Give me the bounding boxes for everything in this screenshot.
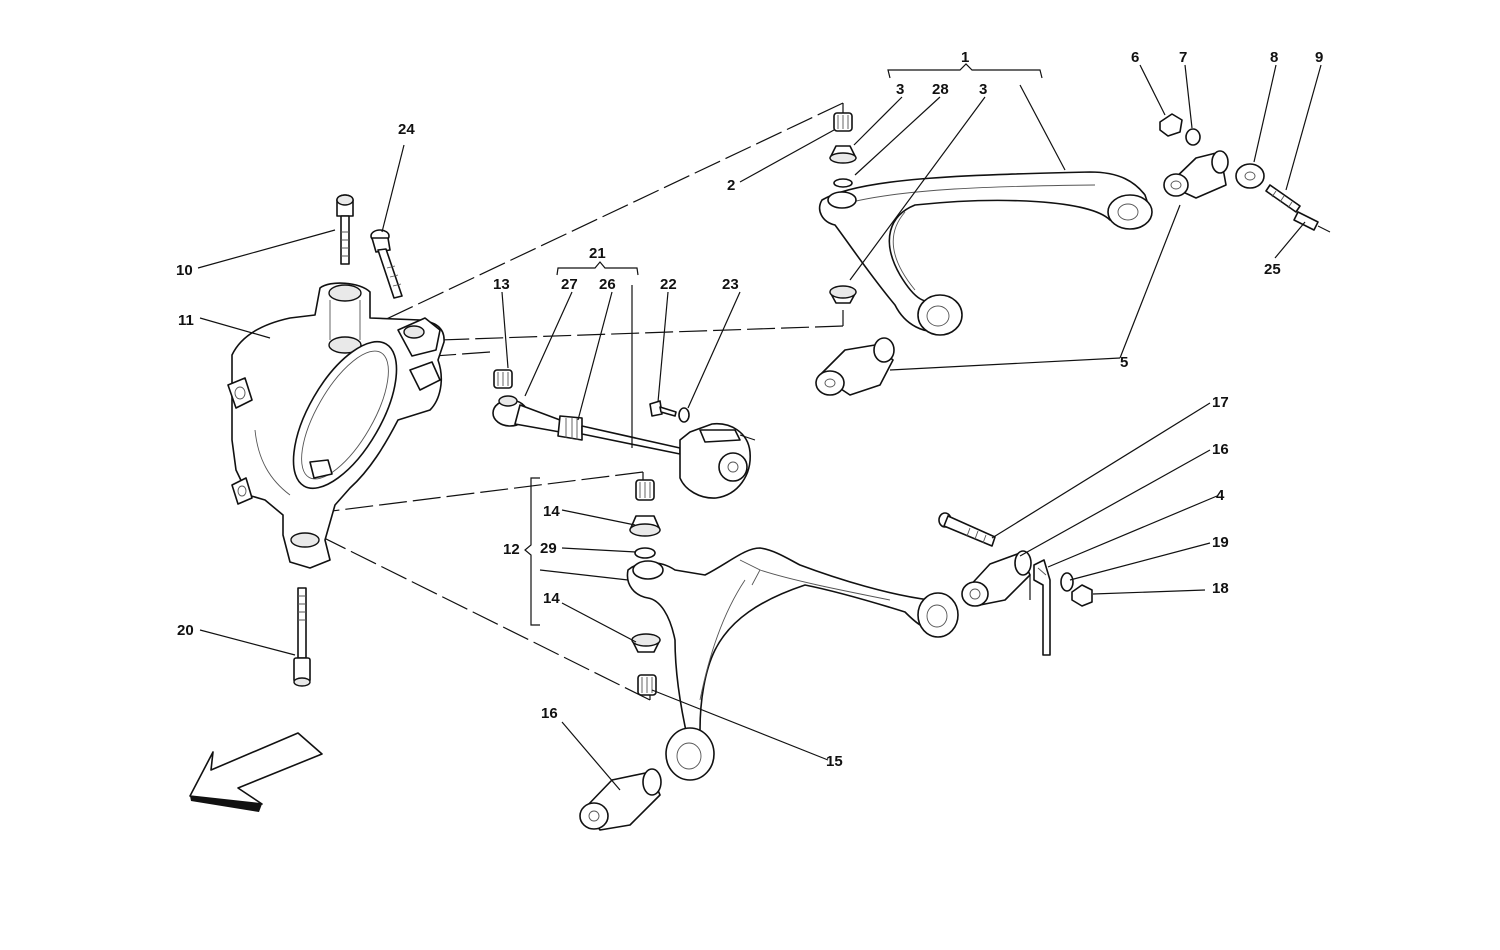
lower-balljoint-bottom-nut bbox=[637, 674, 657, 696]
callout-26: 26 bbox=[599, 276, 616, 293]
upper-balljoint-washer bbox=[833, 178, 853, 188]
callout-29: 29 bbox=[540, 540, 557, 557]
upper-front-bushing bbox=[815, 337, 895, 396]
callout-brace-21 bbox=[556, 261, 639, 276]
lower-balljoint-cup-top bbox=[629, 515, 661, 537]
front-direction-arrow-icon bbox=[189, 732, 323, 812]
upper-rear-bushing bbox=[1163, 150, 1229, 199]
callout-7: 7 bbox=[1179, 49, 1187, 66]
knuckle-bottom-bolt bbox=[293, 587, 311, 687]
upper-wishbone bbox=[818, 171, 1153, 336]
callout-4: 4 bbox=[1216, 487, 1225, 504]
callout-20: 20 bbox=[177, 622, 194, 639]
leader-lines bbox=[197, 64, 1322, 791]
callout-2: 2 bbox=[727, 177, 735, 194]
lower-balljoint-washer bbox=[634, 547, 656, 559]
callout-9: 9 bbox=[1315, 49, 1323, 66]
upper-balljoint-cup-bottom bbox=[829, 285, 857, 304]
callout-labels: 1 2 3 28 3 5 6 7 8 9 25 10 24 11 20 21 1… bbox=[176, 49, 1323, 770]
assembly-dashed-lines bbox=[299, 102, 1031, 701]
upper-rear-spacer bbox=[1235, 163, 1265, 189]
tie-rod-mount-bolt bbox=[649, 400, 677, 417]
callout-23: 23 bbox=[722, 276, 739, 293]
callout-11: 11 bbox=[178, 312, 194, 329]
tie-rod-assembly bbox=[492, 395, 681, 455]
lower-front-bushing bbox=[579, 768, 662, 831]
callout-6: 6 bbox=[1131, 49, 1139, 66]
callout-28: 28 bbox=[932, 81, 949, 98]
callout-brace-1 bbox=[887, 63, 1043, 79]
tie-rod-mount-washer bbox=[678, 407, 690, 423]
callout-3b: 3 bbox=[979, 81, 987, 98]
upper-balljoint-cup-top bbox=[829, 145, 857, 164]
callout-1: 1 bbox=[961, 49, 969, 66]
callout-24: 24 bbox=[398, 121, 415, 138]
callout-brace-12 bbox=[524, 477, 540, 626]
callout-25: 25 bbox=[1264, 261, 1281, 278]
upper-rear-washer bbox=[1185, 128, 1201, 146]
callout-19: 19 bbox=[1212, 534, 1229, 551]
callout-10: 10 bbox=[176, 262, 193, 279]
callout-5: 5 bbox=[1120, 354, 1128, 371]
upper-balljoint-nut bbox=[833, 112, 853, 132]
tie-rod-inner-mount bbox=[679, 423, 756, 499]
callout-16a: 16 bbox=[541, 705, 558, 722]
callout-21: 21 bbox=[589, 245, 606, 262]
callout-12: 12 bbox=[503, 541, 520, 558]
callout-13: 13 bbox=[493, 276, 510, 293]
lower-wishbone bbox=[626, 547, 959, 781]
upper-rear-stud bbox=[1293, 211, 1331, 233]
tie-rod-nut bbox=[493, 369, 513, 389]
callout-22: 22 bbox=[660, 276, 677, 293]
callout-27: 27 bbox=[561, 276, 578, 293]
callout-14b: 14 bbox=[543, 590, 560, 607]
callout-17: 17 bbox=[1212, 394, 1229, 411]
callout-15: 15 bbox=[826, 753, 843, 770]
callout-18: 18 bbox=[1212, 580, 1229, 597]
callout-16b: 16 bbox=[1212, 441, 1229, 458]
steering-knuckle bbox=[227, 282, 445, 569]
callout-3a: 3 bbox=[896, 81, 904, 98]
upper-rear-bolt bbox=[1265, 184, 1301, 213]
lower-rear-bolt bbox=[938, 512, 996, 547]
callout-8: 8 bbox=[1270, 49, 1278, 66]
lower-balljoint-cup-bottom bbox=[631, 633, 661, 653]
upper-rear-nut bbox=[1159, 113, 1183, 137]
callout-14a: 14 bbox=[543, 503, 560, 520]
lower-rear-bushing bbox=[961, 550, 1032, 607]
lower-balljoint-nut bbox=[635, 479, 655, 501]
lower-rear-nut bbox=[1071, 584, 1093, 607]
knuckle-top-bolt bbox=[336, 194, 354, 265]
knuckle-side-bolt bbox=[370, 229, 403, 299]
lower-rear-bracket bbox=[1033, 559, 1051, 656]
lower-rear-washer bbox=[1060, 572, 1074, 592]
